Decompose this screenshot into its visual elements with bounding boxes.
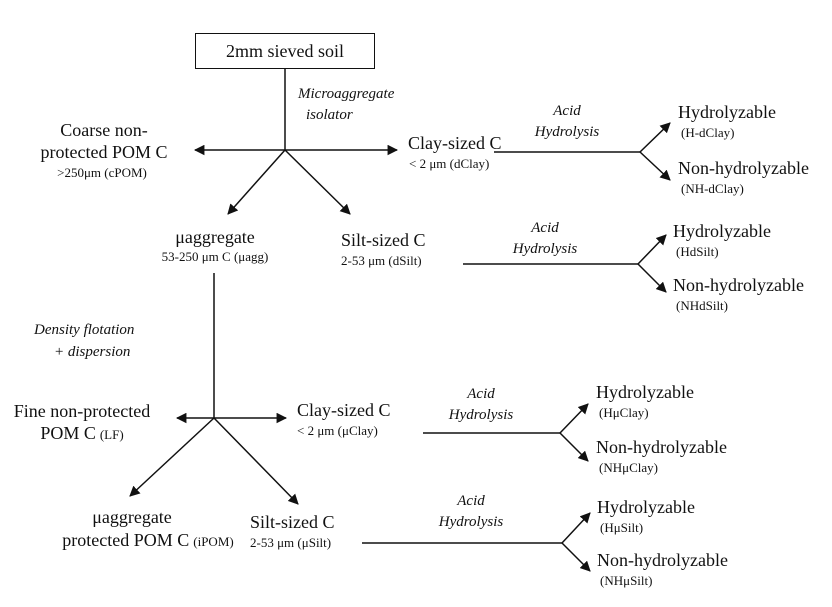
label-microaggregate: Microaggregate — [298, 86, 395, 102]
outcome-nh-musilt-label: Non-hydrolyzable — [597, 550, 728, 570]
node-dclay-line1: Clay-sized C — [408, 133, 502, 153]
label-isolator: isolator — [306, 107, 353, 123]
node-magg-size: 53-250 μm C (μagg) — [161, 249, 269, 264]
node-lf-line1: Fine non-protected — [13, 401, 151, 421]
node-muclay-size: < 2 μm (μClay) — [297, 423, 378, 438]
outcome-h-dclay-label: Hydrolyzable — [678, 102, 776, 122]
root-box-sieved-soil: 2mm sieved soil — [195, 33, 375, 69]
outcome-nh-muclay-code: (NHμClay) — [599, 460, 658, 475]
node-dclay-size: < 2 μm (dClay) — [409, 156, 490, 171]
node-lf-line2: POM C (LF) — [40, 423, 124, 444]
arrow-nh-dsilt — [637, 263, 667, 293]
acid-label-1: Acid — [553, 103, 581, 119]
node-ipom-code: (iPOM) — [193, 534, 234, 549]
outcome-h-musilt-code: (HμSilt) — [600, 520, 644, 535]
root-label: 2mm sieved soil — [226, 40, 344, 61]
node-lf-pom: POM C — [40, 423, 96, 443]
outcome-nh-dsilt-code: (NHdSilt) — [676, 298, 728, 313]
arrow-h-muclay — [559, 403, 589, 434]
node-cpom-size: >250μm (cPOM) — [57, 165, 147, 180]
arrow-h-musilt — [561, 512, 591, 544]
node-muclay-line1: Clay-sized C — [297, 400, 391, 420]
acid-label-3: Acid — [467, 386, 495, 402]
acid-label-4: Acid — [457, 493, 485, 509]
outcome-h-dsilt-code: (HdSilt) — [676, 244, 719, 259]
arrow-to-ipom — [129, 417, 215, 497]
outcome-nh-muclay-label: Non-hydrolyzable — [596, 437, 727, 457]
outcome-h-dsilt-label: Hydrolyzable — [673, 221, 771, 241]
hydrolysis-label-2: Hydrolysis — [512, 241, 578, 257]
arrow-nh-musilt — [561, 542, 591, 572]
arrow-nh-muclay — [559, 432, 589, 462]
arrow-to-magg — [227, 149, 286, 215]
node-dsilt-size: 2-53 μm (dSilt) — [341, 253, 422, 268]
outcome-h-musilt-label: Hydrolyzable — [597, 497, 695, 517]
node-ipom-pom: protected POM C — [62, 530, 190, 550]
arrow-to-musilt — [213, 417, 299, 505]
arrow-h-dclay — [639, 122, 671, 153]
node-cpom-line2: protected POM C — [40, 142, 168, 162]
node-cpom-line1: Coarse non- — [60, 120, 148, 140]
hydrolysis-label-1: Hydrolysis — [534, 124, 600, 140]
node-musilt-line1: Silt-sized C — [250, 512, 335, 532]
outcome-h-muclay-code: (HμClay) — [599, 405, 649, 420]
arrow-to-dsilt — [284, 149, 351, 215]
hydrolysis-label-4: Hydrolysis — [438, 514, 504, 530]
node-ipom-line1: μaggregate — [92, 507, 172, 527]
outcome-nh-musilt-code: (NHμSilt) — [600, 573, 653, 588]
node-lf-code: (LF) — [99, 427, 124, 442]
arrow-nh-dclay — [639, 151, 671, 181]
node-dsilt-line1: Silt-sized C — [341, 230, 426, 250]
node-ipom-line2: protected POM C (iPOM) — [62, 530, 234, 551]
arrow-h-dsilt — [637, 234, 667, 265]
node-musilt-size: 2-53 μm (μSilt) — [250, 535, 332, 550]
acid-label-2: Acid — [531, 220, 559, 236]
outcome-h-muclay-label: Hydrolyzable — [596, 382, 694, 402]
label-dispersion: + dispersion — [54, 344, 131, 360]
label-density-flotation: Density flotation — [34, 322, 135, 338]
outcome-nh-dsilt-label: Non-hydrolyzable — [673, 275, 804, 295]
hydrolysis-label-3: Hydrolysis — [448, 407, 514, 423]
node-magg-line1: μaggregate — [175, 227, 255, 247]
outcome-nh-dclay-label: Non-hydrolyzable — [678, 158, 809, 178]
outcome-nh-dclay-code: (NH-dClay) — [681, 181, 744, 196]
outcome-h-dclay-code: (H-dClay) — [681, 125, 735, 140]
